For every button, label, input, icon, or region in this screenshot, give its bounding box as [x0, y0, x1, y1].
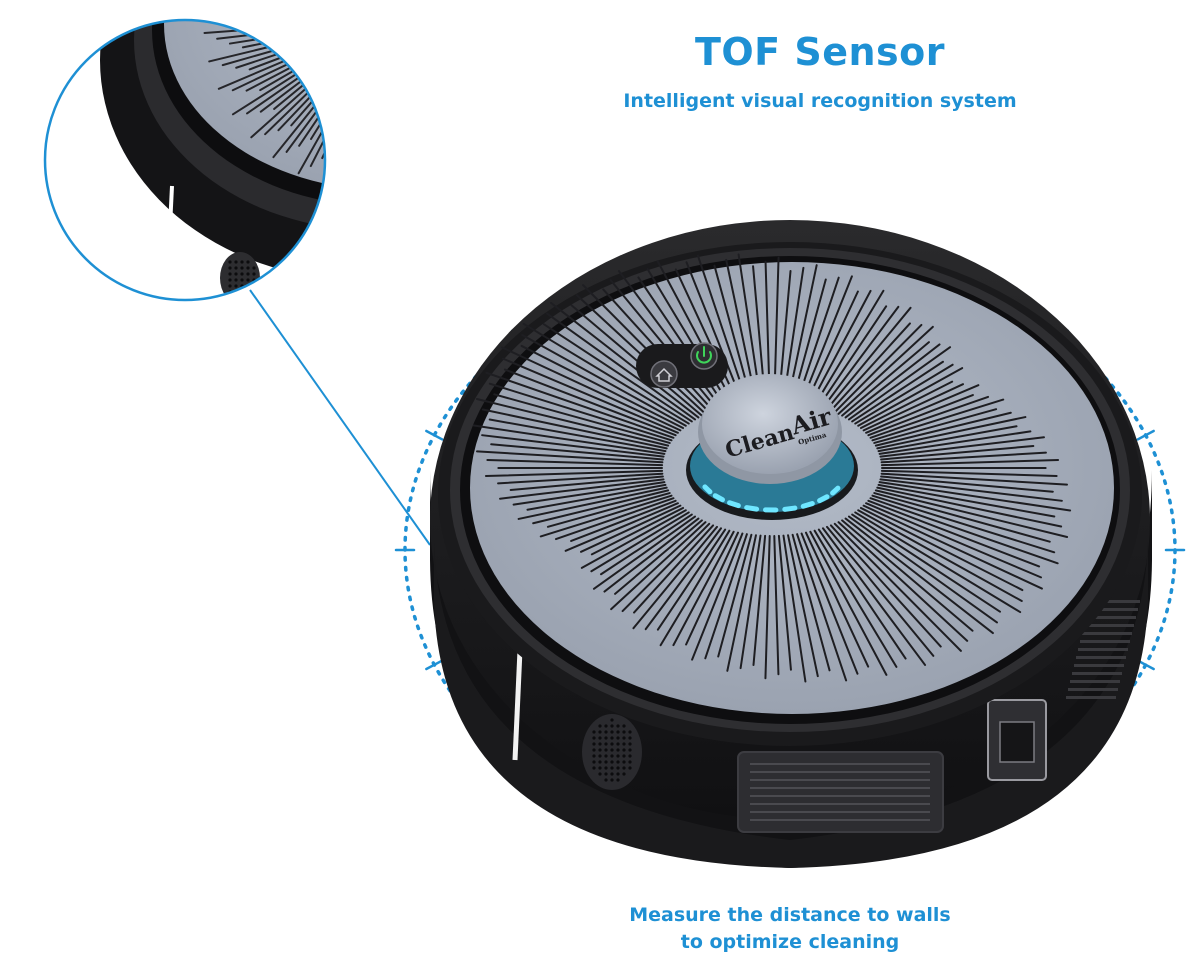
- page-title: TOF Sensor: [694, 30, 946, 74]
- control-panel: [636, 342, 728, 388]
- home-button[interactable]: [650, 360, 678, 388]
- lidar-turret: Clean Air Optima: [686, 374, 858, 520]
- callout-line: [249, 289, 431, 546]
- home-icon: [655, 367, 673, 382]
- caption-line-1: Measure the distance to walls: [629, 904, 951, 926]
- robot-vacuum: Clean Air Optima: [430, 220, 1152, 868]
- power-icon: [696, 351, 712, 364]
- caption-line-2: to optimize cleaning: [680, 931, 900, 953]
- power-button[interactable]: [690, 342, 718, 370]
- zoom-detail: [43, 18, 327, 302]
- feature-caption: Measure the distance to walls to optimiz…: [530, 902, 1050, 956]
- page-subtitle: Intelligent visual recognition system: [623, 90, 1017, 112]
